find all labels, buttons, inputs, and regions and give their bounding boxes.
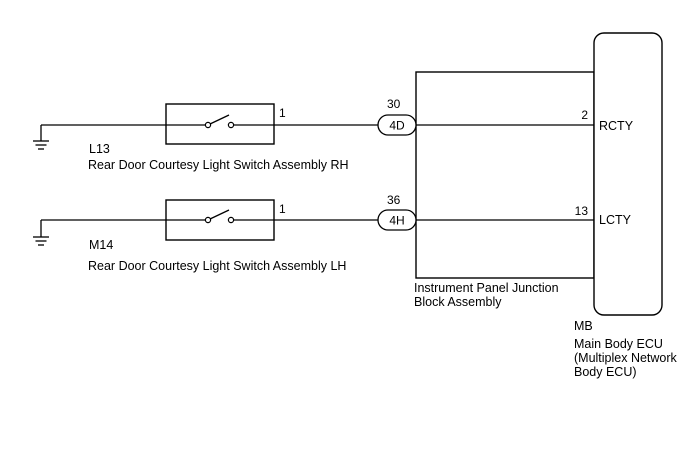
switch-connector-lh: M14 xyxy=(89,238,113,252)
switch-name-rh: Rear Door Courtesy Light Switch Assembly… xyxy=(88,158,349,172)
ecu-outline xyxy=(593,32,663,316)
ecu-name-line1: Main Body ECU xyxy=(574,337,663,351)
junction-pin-rh: 30 xyxy=(387,97,401,111)
switch-pin-lh: 1 xyxy=(279,202,286,216)
junction-connector-label-lh: 4H xyxy=(389,214,404,228)
ecu-pin-lh: 13 xyxy=(575,204,589,218)
junction-block-name-line2: Block Assembly xyxy=(414,295,502,309)
ground-symbol-rh xyxy=(33,125,49,150)
ecu-terminal-lh: LCTY xyxy=(599,213,632,227)
ecu-name-line2: (Multiplex Network xyxy=(574,351,678,365)
switch-symbol-rh xyxy=(165,103,275,145)
switch-name-lh: Rear Door Courtesy Light Switch Assembly… xyxy=(88,259,346,273)
circuit-rh: 4D 1 30 2 RCTY L13 Rear Door Courtesy Li… xyxy=(33,97,634,172)
junction-connector-4d: 4D xyxy=(377,114,417,136)
switch-connector-rh: L13 xyxy=(89,142,110,156)
junction-pin-lh: 36 xyxy=(387,193,401,207)
junction-block-outline xyxy=(415,71,595,279)
ground-symbol-lh xyxy=(33,220,49,246)
switch-symbol-lh xyxy=(165,199,275,241)
circuit-lh: 4H 1 36 13 LCTY M14 Rear Door Courtesy L… xyxy=(33,193,632,273)
ecu-terminal-rh: RCTY xyxy=(599,119,634,133)
junction-connector-label-rh: 4D xyxy=(389,119,405,133)
junction-connector-4h: 4H xyxy=(377,209,417,231)
ecu-name-line3: Body ECU) xyxy=(574,365,637,379)
junction-block-name-line1: Instrument Panel Junction xyxy=(414,281,559,295)
switch-pin-rh: 1 xyxy=(279,106,286,120)
ecu-connector-label: MB xyxy=(574,319,593,333)
ecu-pin-rh: 2 xyxy=(581,108,588,122)
